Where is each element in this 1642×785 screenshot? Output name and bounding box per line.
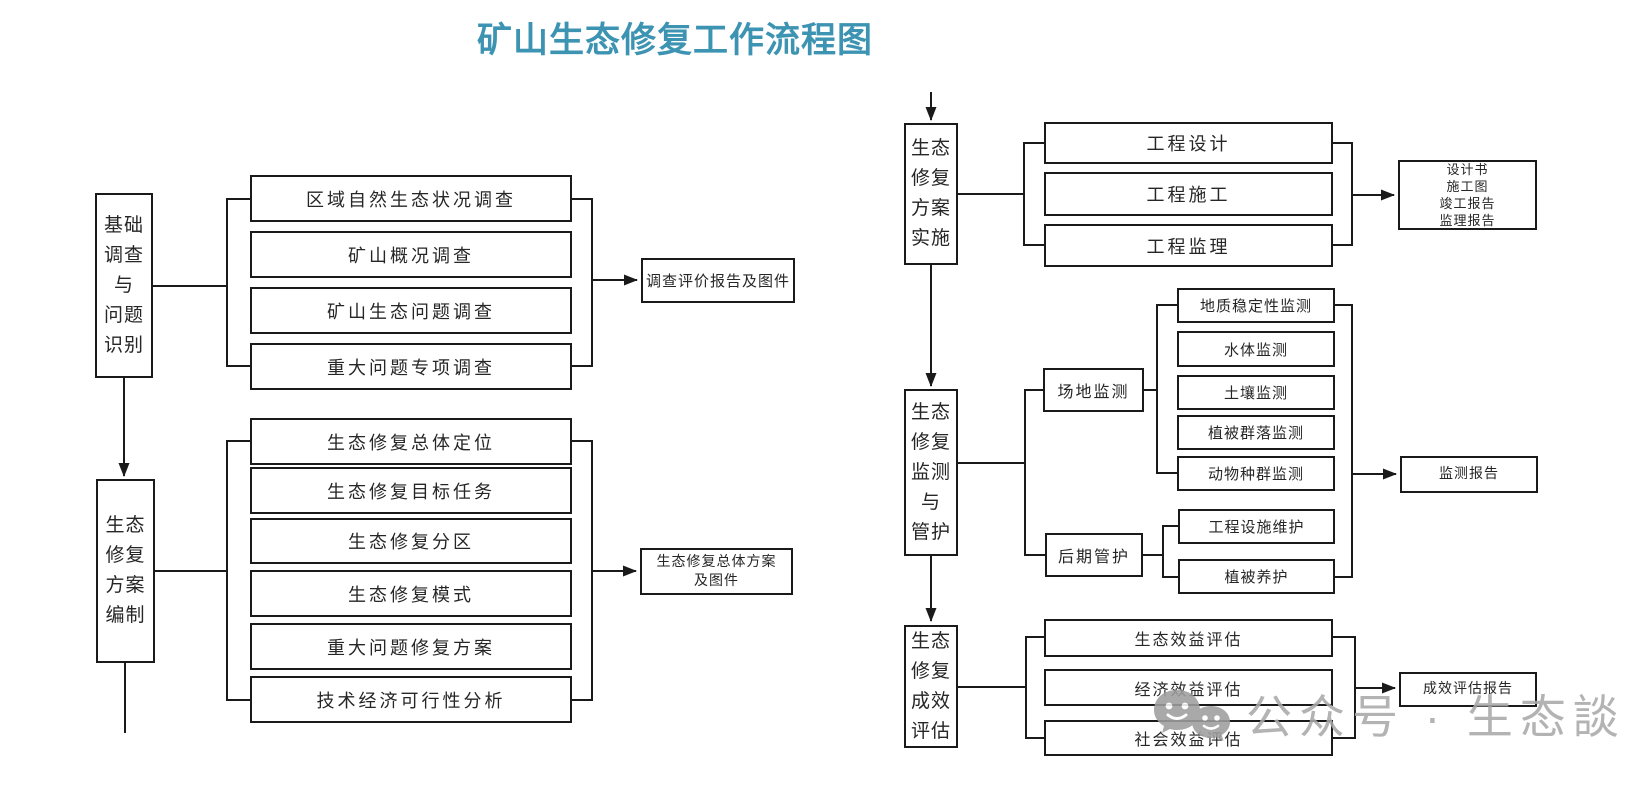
watermark-text: 公众号 · 生态談 <box>1246 691 1626 743</box>
task-box-goal-tasks: 生态修复目标任务 <box>250 467 572 514</box>
sub-box-vegetation-care: 植被养护 <box>1178 559 1335 594</box>
output-box-design-docs: 设计书 施工图 竣工报告 监理报告 <box>1398 160 1537 230</box>
sub-box-soil-monitoring: 土壤监测 <box>1177 375 1335 410</box>
watermark: 公众号 · 生态談 <box>1152 688 1626 746</box>
stage-box-plan-compilation: 生态 修复 方案 编制 <box>96 479 155 663</box>
stage-box-plan-implementation: 生态 修复 方案 实施 <box>904 123 958 265</box>
task-box-major-problem-survey: 重大问题专项调查 <box>250 343 572 390</box>
task-box-restoration-mode: 生态修复模式 <box>250 570 572 617</box>
connector-group <box>118 92 1397 739</box>
task-box-engineering-supervision: 工程监理 <box>1044 224 1333 267</box>
page-title: 矿山生态修复工作流程图 <box>477 21 874 60</box>
task-box-restoration-zoning: 生态修复分区 <box>250 518 572 564</box>
output-box-evaluation-report: 成效评估报告 <box>1399 672 1537 707</box>
sub-box-vegetation-community-monitoring: 植被群落监测 <box>1177 415 1335 450</box>
output-box-monitoring-report: 监测报告 <box>1400 456 1538 493</box>
task-box-engineering-design: 工程设计 <box>1044 122 1333 164</box>
sub-box-animal-population-monitoring: 动物种群监测 <box>1177 456 1335 491</box>
output-box-survey-report: 调查评价报告及图件 <box>641 258 795 303</box>
task-box-mine-eco-problem-survey: 矿山生态问题调查 <box>250 287 572 334</box>
output-box-overall-plan: 生态修复总体方案 及图件 <box>640 548 793 595</box>
stage-box-foundation-survey: 基础 调查 与 问题 识别 <box>95 193 153 378</box>
sub-box-water-monitoring: 水体监测 <box>1177 331 1335 367</box>
task-box-overall-positioning: 生态修复总体定位 <box>250 418 572 465</box>
task-box-engineering-construction: 工程施工 <box>1044 172 1333 216</box>
task-box-major-problem-plan: 重大问题修复方案 <box>250 623 572 670</box>
sub-box-facility-maintenance: 工程设施维护 <box>1178 509 1335 544</box>
wechat-icon <box>1154 690 1230 741</box>
stage-box-effect-evaluation: 生态 修复 成效 评估 <box>904 625 958 748</box>
group-box-late-maintenance: 后期管护 <box>1045 533 1143 577</box>
task-box-regional-ecology-survey: 区域自然生态状况调查 <box>250 175 572 222</box>
task-box-feasibility-analysis: 技术经济可行性分析 <box>250 676 572 723</box>
group-box-site-monitoring: 场地监测 <box>1043 368 1144 412</box>
task-box-ecological-benefit-evaluation: 生态效益评估 <box>1044 619 1333 657</box>
sub-box-geological-stability-monitoring: 地质稳定性监测 <box>1177 288 1335 323</box>
task-box-mine-overview-survey: 矿山概况调查 <box>250 231 572 278</box>
stage-box-monitoring-maintenance: 生态 修复 监测 与 管护 <box>904 389 958 556</box>
